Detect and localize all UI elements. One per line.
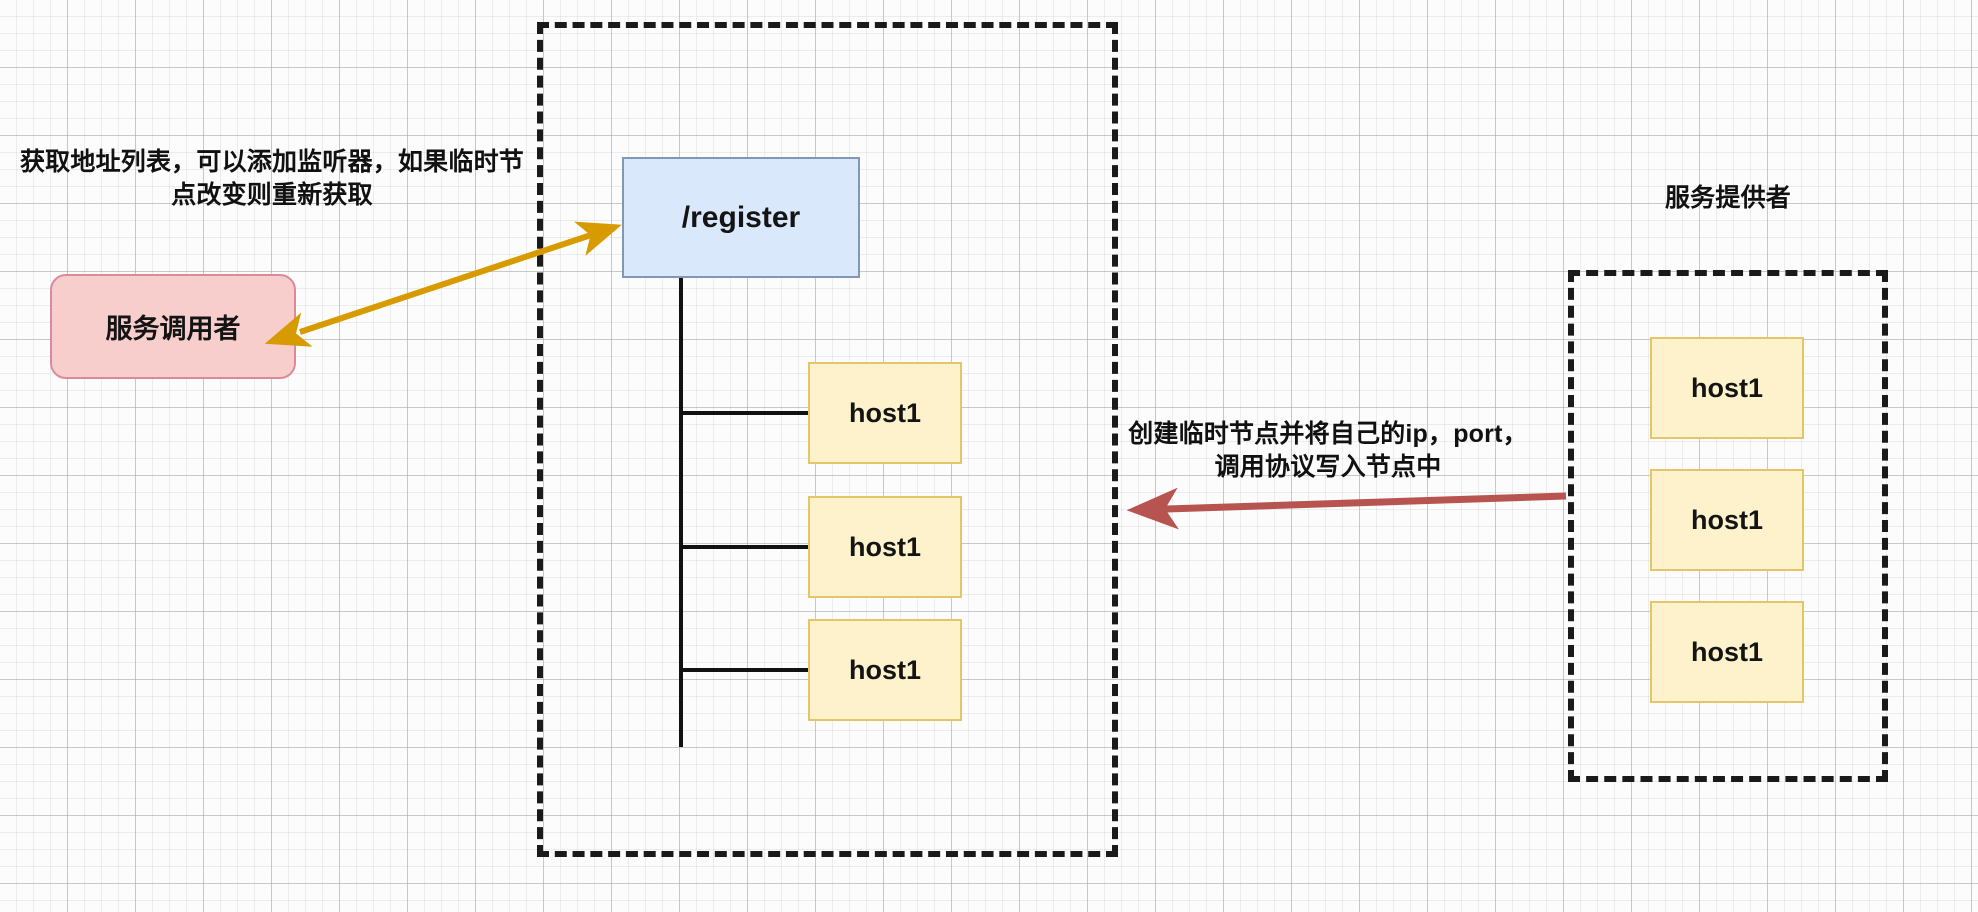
tree-branch-line [681, 668, 810, 672]
provider-annotation-label: 创建临时节点并将自己的ip，port，调用协议写入节点中 [1128, 420, 1528, 481]
provider-host-node[interactable]: host1 [1650, 469, 1804, 571]
provider-register-arrow [1126, 487, 1567, 530]
tree-branch-line [681, 545, 810, 549]
provider-group-container [1568, 270, 1888, 782]
service-consumer-node[interactable]: 服务调用者 [50, 274, 296, 379]
provider-host-node[interactable]: host1 [1650, 601, 1804, 703]
registry-group-container [537, 22, 1118, 857]
registry-host-node[interactable]: host1 [808, 496, 962, 598]
registry-host-node[interactable]: host1 [808, 362, 962, 464]
provider-host-node[interactable]: host1 [1650, 337, 1804, 439]
provider-group-title: 服务提供者 [1664, 184, 1791, 212]
consumer-annotation-label: 获取地址列表，可以添加监听器，如果临时节点改变则重新获取 [19, 148, 524, 209]
tree-branch-line [681, 411, 810, 415]
register-znode[interactable]: /register [622, 157, 860, 278]
registry-host-node[interactable]: host1 [808, 619, 962, 721]
tree-trunk-line [679, 277, 683, 747]
